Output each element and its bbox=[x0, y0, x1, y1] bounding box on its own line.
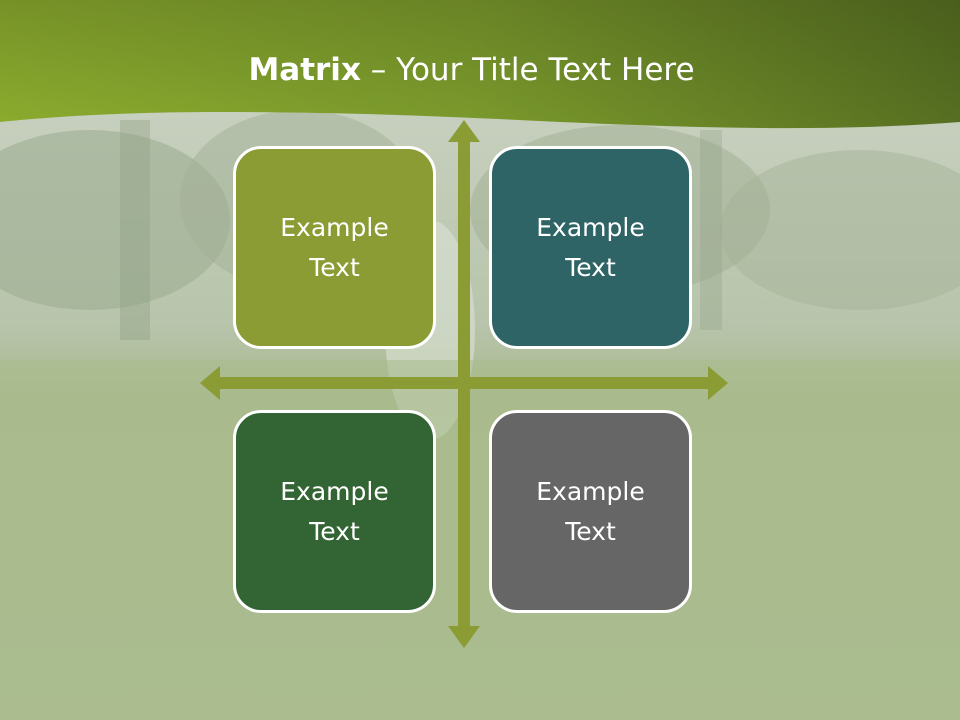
up-arrow-icon bbox=[448, 120, 480, 142]
quadrant-top-right: Example Text bbox=[489, 146, 692, 349]
quadrant-top-left: Example Text bbox=[233, 146, 436, 349]
down-arrow-icon bbox=[448, 626, 480, 648]
quadrant-bottom-left-line1: Example bbox=[280, 476, 389, 506]
quadrant-top-right-line1: Example bbox=[536, 212, 645, 242]
left-arrow-icon bbox=[200, 366, 220, 400]
quadrant-top-right-line2: Text bbox=[565, 252, 616, 282]
quadrant-bottom-right-line2: Text bbox=[565, 516, 616, 546]
title-rest: – Your Title Text Here bbox=[360, 52, 695, 88]
quadrant-bottom-left-line2: Text bbox=[309, 516, 360, 546]
title-bold: Matrix bbox=[248, 52, 361, 88]
slide-title: Matrix – Your Title Text Here bbox=[0, 48, 943, 92]
horizontal-axis bbox=[218, 377, 710, 389]
quadrant-top-left-line1: Example bbox=[280, 212, 389, 242]
quadrant-bottom-left: Example Text bbox=[233, 410, 436, 613]
right-arrow-icon bbox=[708, 366, 728, 400]
quadrant-bottom-right: Example Text bbox=[489, 410, 692, 613]
quadrant-top-left-line2: Text bbox=[309, 252, 360, 282]
quadrant-bottom-right-line1: Example bbox=[536, 476, 645, 506]
